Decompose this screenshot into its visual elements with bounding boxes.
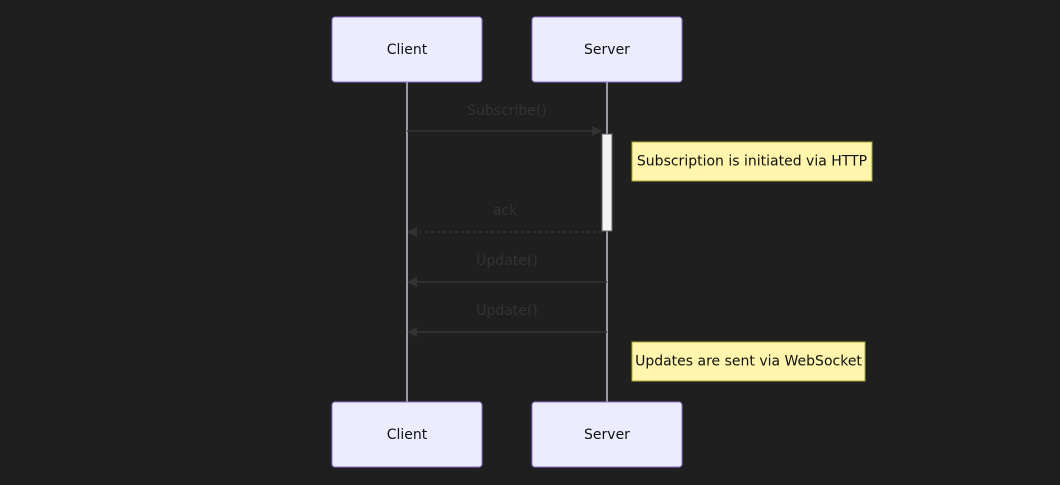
actor-client-bottom-label: Client: [387, 427, 428, 443]
message-ack-label: ack: [493, 203, 518, 219]
note-http-text: Subscription is initiated via HTTP: [637, 154, 867, 170]
message-ack: ack: [407, 203, 602, 237]
note-websocket: Updates are sent via WebSocket: [631, 341, 866, 382]
actor-server-bottom: Server: [531, 401, 683, 468]
actor-server-bottom-box: [531, 401, 683, 468]
note-http-box: [631, 141, 873, 182]
message-update-2: Update(): [407, 303, 607, 337]
note-websocket-box: [631, 341, 866, 382]
actor-server-top: Server: [531, 16, 683, 83]
message-update-2-label: Update(): [476, 303, 538, 319]
actor-server-bottom-label: Server: [584, 427, 630, 443]
message-subscribe-label: Subscribe(): [467, 103, 547, 119]
message-update-1-label: Update(): [476, 253, 538, 269]
actor-server-top-box: [531, 16, 683, 83]
actor-client-bottom: Client: [331, 401, 483, 468]
note-http: Subscription is initiated via HTTP: [631, 141, 873, 182]
actor-server-top-label: Server: [584, 42, 630, 58]
server-activation-bar: [601, 133, 613, 232]
actor-client-top-box: [331, 16, 483, 83]
actor-client-top-label: Client: [387, 42, 428, 58]
message-subscribe: Subscribe(): [407, 103, 602, 136]
actor-client-bottom-box: [331, 401, 483, 468]
message-update-1: Update(): [407, 253, 607, 287]
actor-client-top: Client: [331, 16, 483, 83]
note-websocket-text: Updates are sent via WebSocket: [635, 354, 862, 370]
